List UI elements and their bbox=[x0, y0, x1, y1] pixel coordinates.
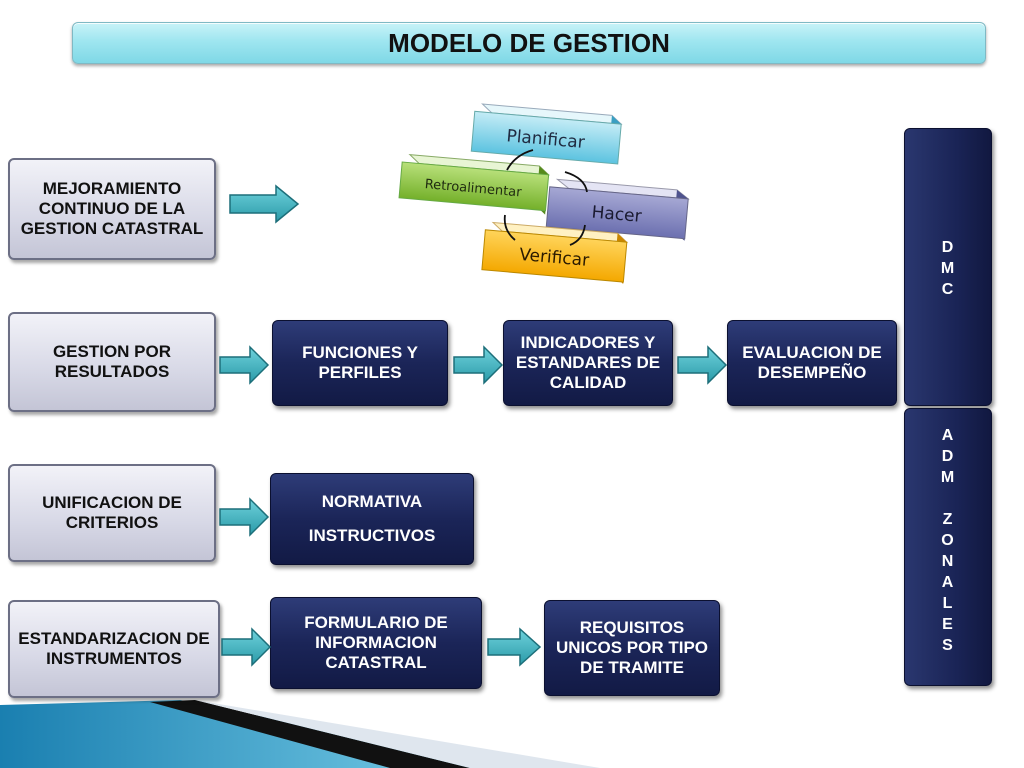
cycle-arrow-icon bbox=[503, 214, 516, 241]
step-formulario: FORMULARIO DE INFORMACION CATASTRAL bbox=[270, 597, 482, 689]
pdca-cycle: Planificar Retroalimentar Hacer Verifica… bbox=[398, 103, 690, 285]
retroalimentar-block: Retroalimentar bbox=[398, 154, 551, 215]
arrow-right-icon bbox=[221, 627, 272, 667]
cycle-arrow-icon bbox=[564, 171, 588, 193]
dmc-letter: D bbox=[941, 239, 955, 256]
zonales-letter: A bbox=[941, 574, 955, 591]
dmc-letter: C bbox=[941, 281, 955, 298]
row-label-mejoramiento: MEJORAMIENTO CONTINUO DE LA GESTION CATA… bbox=[8, 158, 216, 260]
row-label-unificacion: UNIFICACION DE CRITERIOS bbox=[8, 464, 216, 562]
step-normativa-instructivos: NORMATIVA INSTRUCTIVOS bbox=[270, 473, 474, 565]
arrow-right-icon bbox=[229, 184, 300, 224]
zonales-letter: N bbox=[941, 553, 955, 570]
adm-letter: A bbox=[941, 427, 955, 444]
hacer-block: Hacer bbox=[545, 178, 690, 241]
dmc-letter: M bbox=[940, 260, 956, 277]
step-requisitos: REQUISITOS UNICOS POR TIPO DE TRAMITE bbox=[544, 600, 720, 696]
step-funciones-perfiles: FUNCIONES Y PERFILES bbox=[272, 320, 448, 406]
step-evaluacion: EVALUACION DE DESEMPEÑO bbox=[727, 320, 897, 406]
verificar-block: Verificar bbox=[481, 221, 629, 285]
arrow-right-icon bbox=[219, 497, 270, 537]
normativa-text: NORMATIVA bbox=[321, 492, 423, 511]
adm-zonales-bar: A D M Z O N A L E S bbox=[904, 408, 992, 686]
dmc-bar: D M C bbox=[904, 128, 992, 406]
step-indicadores: INDICADORES Y ESTANDARES DE CALIDAD bbox=[503, 320, 673, 406]
arrow-right-icon bbox=[453, 345, 504, 385]
row-label-estandarizacion: ESTANDARIZACION DE INSTRUMENTOS bbox=[8, 600, 220, 698]
arrow-right-icon bbox=[677, 345, 728, 385]
zonales-letter: Z bbox=[942, 511, 954, 528]
adm-letter: M bbox=[940, 469, 956, 486]
adm-letter: D bbox=[941, 448, 955, 465]
row-label-gestion-resultados: GESTION POR RESULTADOS bbox=[8, 312, 216, 412]
zonales-letter: O bbox=[941, 532, 955, 549]
planificar-block: Planificar bbox=[470, 103, 623, 165]
cycle-arrow-icon bbox=[569, 224, 586, 246]
zonales-letter: S bbox=[942, 637, 954, 654]
arrow-right-icon bbox=[487, 627, 542, 667]
arrow-right-icon bbox=[219, 345, 270, 385]
page-title: MODELO DE GESTION bbox=[388, 27, 670, 58]
zonales-letter: E bbox=[942, 616, 954, 633]
title-bar: MODELO DE GESTION bbox=[72, 22, 986, 64]
zonales-letter: L bbox=[942, 595, 954, 612]
cycle-arrow-icon bbox=[506, 149, 534, 171]
hacer-label: Hacer bbox=[591, 203, 643, 227]
instructivos-text: INSTRUCTIVOS bbox=[308, 526, 436, 545]
